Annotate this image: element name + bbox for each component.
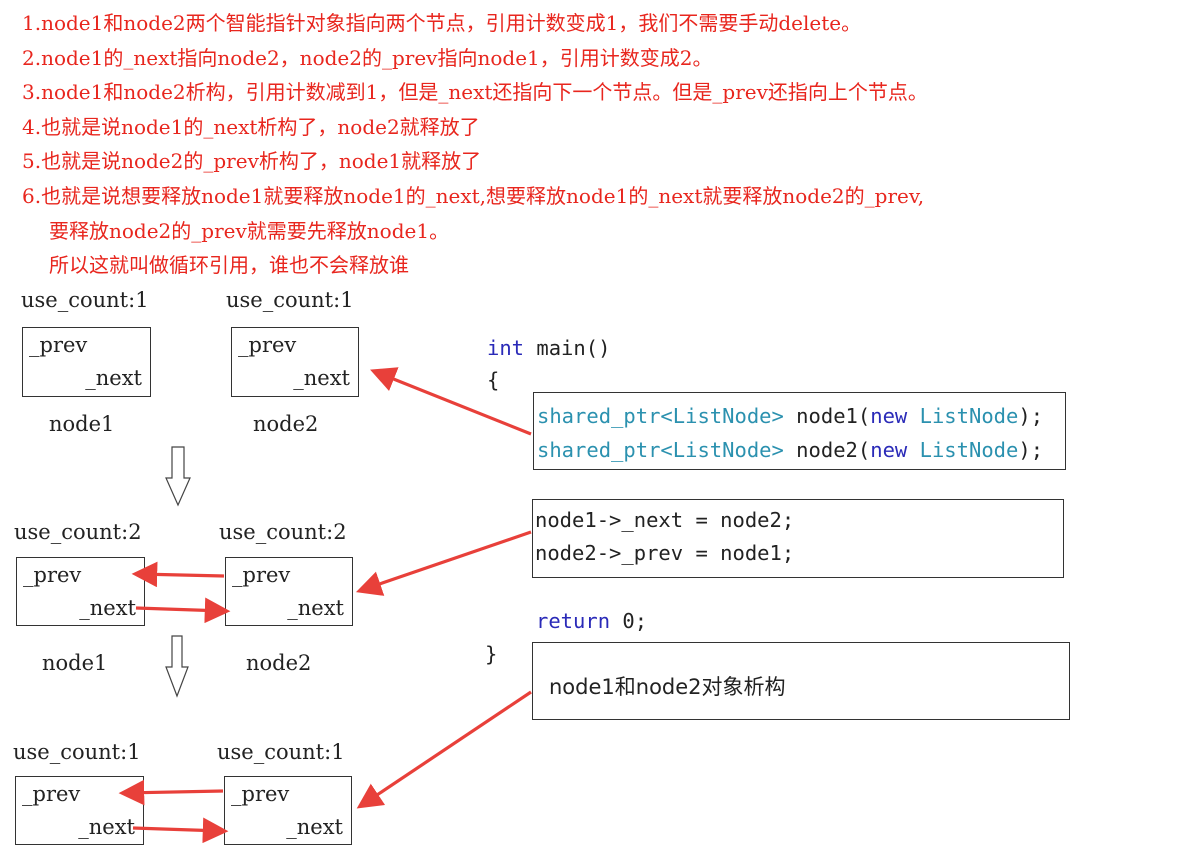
shared-ptr-type: shared_ptr<ListNode> <box>537 438 784 462</box>
code-line-assign2: node2->_prev = node1; <box>535 541 795 565</box>
shared-ptr-type: shared_ptr<ListNode> <box>537 404 784 428</box>
destruct-note-box: node1和node2对象析构 <box>532 642 1070 720</box>
stage2-node1-use-count: use_count:2 <box>14 520 142 544</box>
note-line-4: 4.也就是说node1的_next析构了，node2就释放了 <box>22 114 480 139</box>
stage1-node1-use-count: use_count:1 <box>21 288 149 312</box>
stage3-node2-use-count: use_count:1 <box>217 740 345 764</box>
note-line-3: 3.node1和node2析构，引用计数减到1，但是_next还指向下一个节点。… <box>22 80 928 105</box>
prev-field: _prev <box>22 782 81 806</box>
stage1-node2-box: _prev _next <box>231 327 359 397</box>
listnode-type: ListNode <box>907 404 1019 428</box>
note-line-1: 1.node1和node2两个智能指针对象指向两个节点，引用计数变成1，我们不需… <box>22 11 862 35</box>
return-keyword: return <box>536 609 611 633</box>
stage1-node2-use-count: use_count:1 <box>226 288 354 312</box>
code-line-node1-decl: shared_ptr<ListNode> node1(new ListNode)… <box>537 404 1043 428</box>
note-line-2: 2.node1的_next指向node2，node2的_prev指向node1，… <box>22 45 713 70</box>
arrow-assign-to-stage2 <box>355 530 532 596</box>
return-value: 0; <box>610 609 648 633</box>
node2-decl-text: node2( <box>783 438 871 462</box>
arrow-decl-to-stage1 <box>370 367 532 436</box>
note-line-7: 要释放node2的_prev就需要先释放node1。 <box>49 218 450 243</box>
stage2-node1-box: _prev _next <box>16 557 145 626</box>
arrow-stage3-next <box>132 817 229 844</box>
code-assignment-box: node1->_next = node2; node2->_prev = nod… <box>532 499 1064 578</box>
stage1-node2-label: node2 <box>253 412 319 436</box>
next-field: _next <box>286 815 343 839</box>
prev-field: _prev <box>238 333 297 357</box>
down-arrow-icon <box>165 446 191 507</box>
new-keyword: new <box>870 438 908 462</box>
stage1-node1-box: _prev _next <box>22 327 151 397</box>
new-keyword: new <box>870 404 908 428</box>
stage2-node2-use-count: use_count:2 <box>219 520 347 544</box>
next-field: _next <box>293 366 350 390</box>
arrow-stage3-prev <box>118 779 224 806</box>
arrow-destruct-to-stage3 <box>356 690 532 809</box>
next-field: _next <box>78 815 135 839</box>
prev-field: _prev <box>29 333 88 357</box>
listnode-type: ListNode <box>907 438 1019 462</box>
note-line-5: 5.也就是说node2的_prev析构了，node1就释放了 <box>22 149 482 174</box>
decl-end: ); <box>1018 404 1044 428</box>
next-field: _next <box>85 366 142 390</box>
next-field: _next <box>287 596 344 620</box>
stage3-node2-box: _prev _next <box>224 776 352 845</box>
code-line-assign1: node1->_next = node2; <box>535 508 795 532</box>
stage3-node1-use-count: use_count:1 <box>13 740 141 764</box>
int-keyword: int <box>487 336 525 360</box>
arrow-stage2-prev <box>131 561 225 588</box>
node1-decl-text: node1( <box>783 404 871 428</box>
code-line-node2-decl: shared_ptr<ListNode> node2(new ListNode)… <box>537 438 1043 462</box>
destruct-note-text: node1和node2对象析构 <box>549 675 786 699</box>
stage2-node1-label: node1 <box>42 651 108 675</box>
arrow-stage2-next <box>135 597 231 624</box>
stage1-node1-label: node1 <box>49 412 115 436</box>
explanation-notes: 1.node1和node2两个智能指针对象指向两个节点，引用计数变成1，我们不需… <box>22 6 928 283</box>
code-declaration-box: shared_ptr<ListNode> node1(new ListNode)… <box>533 392 1066 470</box>
prev-field: _prev <box>232 563 291 587</box>
prev-field: _prev <box>231 782 290 806</box>
prev-field: _prev <box>23 563 82 587</box>
stage2-node2-label: node2 <box>246 651 312 675</box>
decl-end: ); <box>1018 438 1044 462</box>
down-arrow-icon <box>165 635 189 698</box>
code-close-brace: } <box>485 642 498 666</box>
note-line-6: 6.也就是说想要释放node1就要释放node1的_next,想要释放node1… <box>22 183 925 208</box>
note-line-8: 所以这就叫做循环引用，谁也不会释放谁 <box>49 253 409 278</box>
code-main-signature: int main() <box>487 336 610 360</box>
main-signature-text: main() <box>524 336 611 360</box>
next-field: _next <box>79 596 136 620</box>
stage2-node2-box: _prev _next <box>225 557 353 626</box>
code-open-brace: { <box>487 368 500 392</box>
code-return-line: return 0; <box>536 609 647 633</box>
